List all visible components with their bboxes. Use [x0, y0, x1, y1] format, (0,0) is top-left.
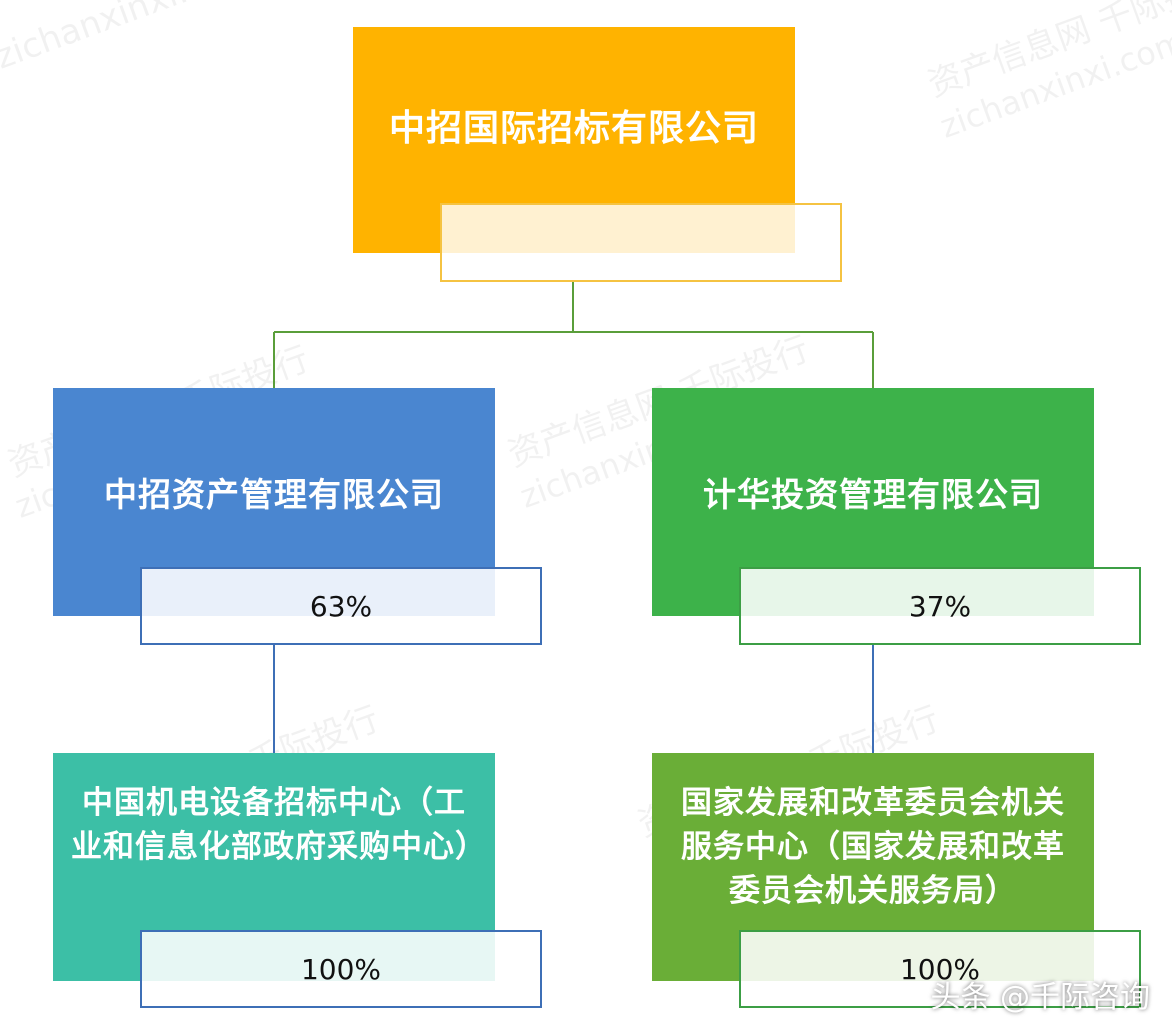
right-child-share-value: 100%	[899, 952, 981, 986]
left-child-name: 中国机电设备招标中心（工业和信息化部政府采购中心）	[71, 785, 487, 865]
right-child-share-box: 100%	[739, 930, 1141, 1008]
right-parent-node: 计华投资管理有限公司	[652, 388, 1094, 616]
right-child-name: 国家发展和改革委员会机关服务中心（国家发展和改革委员会机关服务局）	[681, 785, 1065, 909]
right-parent-share-box: 37%	[739, 567, 1141, 645]
left-child-share-box: 100%	[140, 930, 542, 1008]
left-child-share-value: 100%	[300, 952, 382, 986]
right-parent-share-value: 37%	[908, 589, 972, 623]
root-company-name: 中招国际招标有限公司	[388, 108, 759, 149]
left-parent-name: 中招资产管理有限公司	[104, 475, 444, 514]
right-parent-name: 计华投资管理有限公司	[703, 475, 1043, 514]
root-share-box	[440, 203, 842, 282]
left-parent-share-box: 63%	[140, 567, 542, 645]
source-credit: 头条 @千际咨询	[930, 980, 1150, 1015]
left-parent-share-value: 63%	[309, 589, 373, 623]
